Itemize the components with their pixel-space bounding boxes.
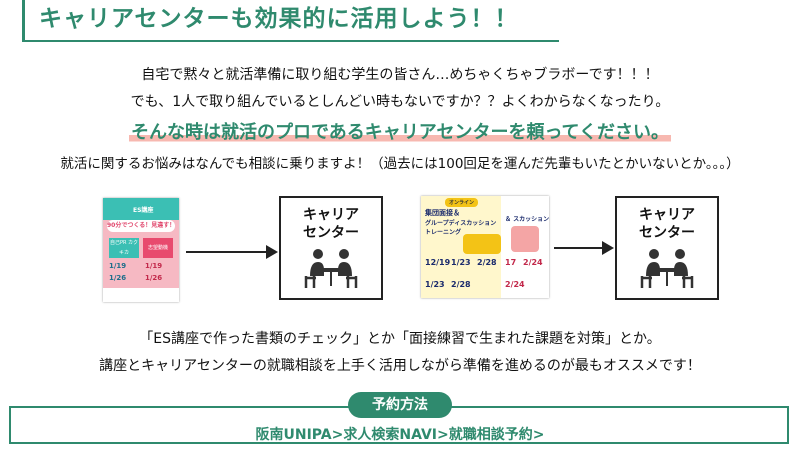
intro-line-3: 就活に関するお悩みはなんでも相談に乗りますよ！（過去には100回足を運んだ先輩も… [60, 156, 740, 172]
reservation-method-tag: 予約方法 [348, 392, 452, 418]
flyer-badge-1: 自己PR カクキカ [109, 238, 139, 258]
flyer-date-c: 2/28 [477, 258, 497, 267]
page-title: キャリアセンターも効果的に活用しよう！！ [39, 6, 519, 32]
interview-training-flyer: オンライン 集団面接＆ グループディスカッション トレーニング ＆ スカッション… [421, 196, 549, 298]
flyer-date-3: 1/26 [109, 274, 127, 282]
flyer-date-2: 1/19 [145, 262, 163, 270]
consultation-icon [304, 249, 358, 288]
flyer-title-1: 集団面接＆ [425, 209, 460, 217]
reservation-method-path: 阪南UNIPA>求人検索NAVI>就職相談予約> [255, 427, 545, 443]
flyer-date-h: 2/24 [505, 280, 525, 289]
flyer-date-b: 1/23 [451, 258, 471, 267]
consultation-icon [640, 249, 694, 288]
career-center-label-1: キャリア [639, 207, 695, 223]
flyer-top-label: ES講座 [133, 207, 154, 214]
flyer-main-title: 90分でつくる！見違す！ [107, 220, 175, 232]
flyer-date-a: 12/19 [425, 258, 451, 267]
flyer-date-1: 1/19 [109, 262, 127, 270]
highlight-message: そんな時は就活のプロであるキャリアセンターを頼ってください。 [0, 118, 800, 144]
title-bar: キャリアセンターも効果的に活用しよう！！ [22, 0, 559, 42]
flyer-date-f: 17 [505, 258, 517, 267]
career-center-label-2: センター [639, 225, 695, 241]
flyer-date-g: 2/24 [523, 258, 543, 267]
flow-arrow-1 [186, 245, 278, 259]
flyer-date-e: 2/28 [451, 280, 471, 289]
career-center-label-2: センター [303, 225, 359, 241]
flyer-date-d: 1/23 [425, 280, 445, 289]
es-course-flyer: ES講座 90分でつくる！見違す！ 自己PR カクキカ 志望動機 1/19 1/… [103, 198, 179, 302]
flyer-title-2: グループディスカッション [425, 220, 497, 227]
flyer-side-title: ＆ スカッション [505, 216, 549, 223]
bottom-line-1: 「ES講座で作った書類のチェック」とか「面接練習で生まれた課題を対策」とか。 [139, 331, 661, 347]
flow-arrow-2 [554, 241, 614, 255]
flyer-date-4: 1/26 [145, 274, 163, 282]
flyer-online-badge: オンライン [445, 198, 479, 207]
career-center-box-2: キャリア センター [615, 196, 719, 300]
bottom-line-2: 講座とキャリアセンターの就職相談を上手く活用しながら準備を進めるのが最もオススメ… [99, 358, 701, 374]
highlight-text: そんな時は就活のプロであるキャリアセンターを頼ってください。 [128, 122, 672, 143]
flyer-title-3: トレーニング [425, 229, 462, 236]
intro-line-2: でも、1人で取り組んでいるとしんどい時もないですか？？よくわからなくなったり。 [130, 94, 670, 110]
flyer-badge-2: 志望動機 [143, 238, 173, 258]
career-center-label-1: キャリア [303, 207, 359, 223]
intro-line-1: 自宅で黙々と就活準備に取り組む学生の皆さん…めちゃくちゃブラボーです！！！ [141, 67, 659, 83]
career-center-box-1: キャリア センター [279, 196, 383, 300]
